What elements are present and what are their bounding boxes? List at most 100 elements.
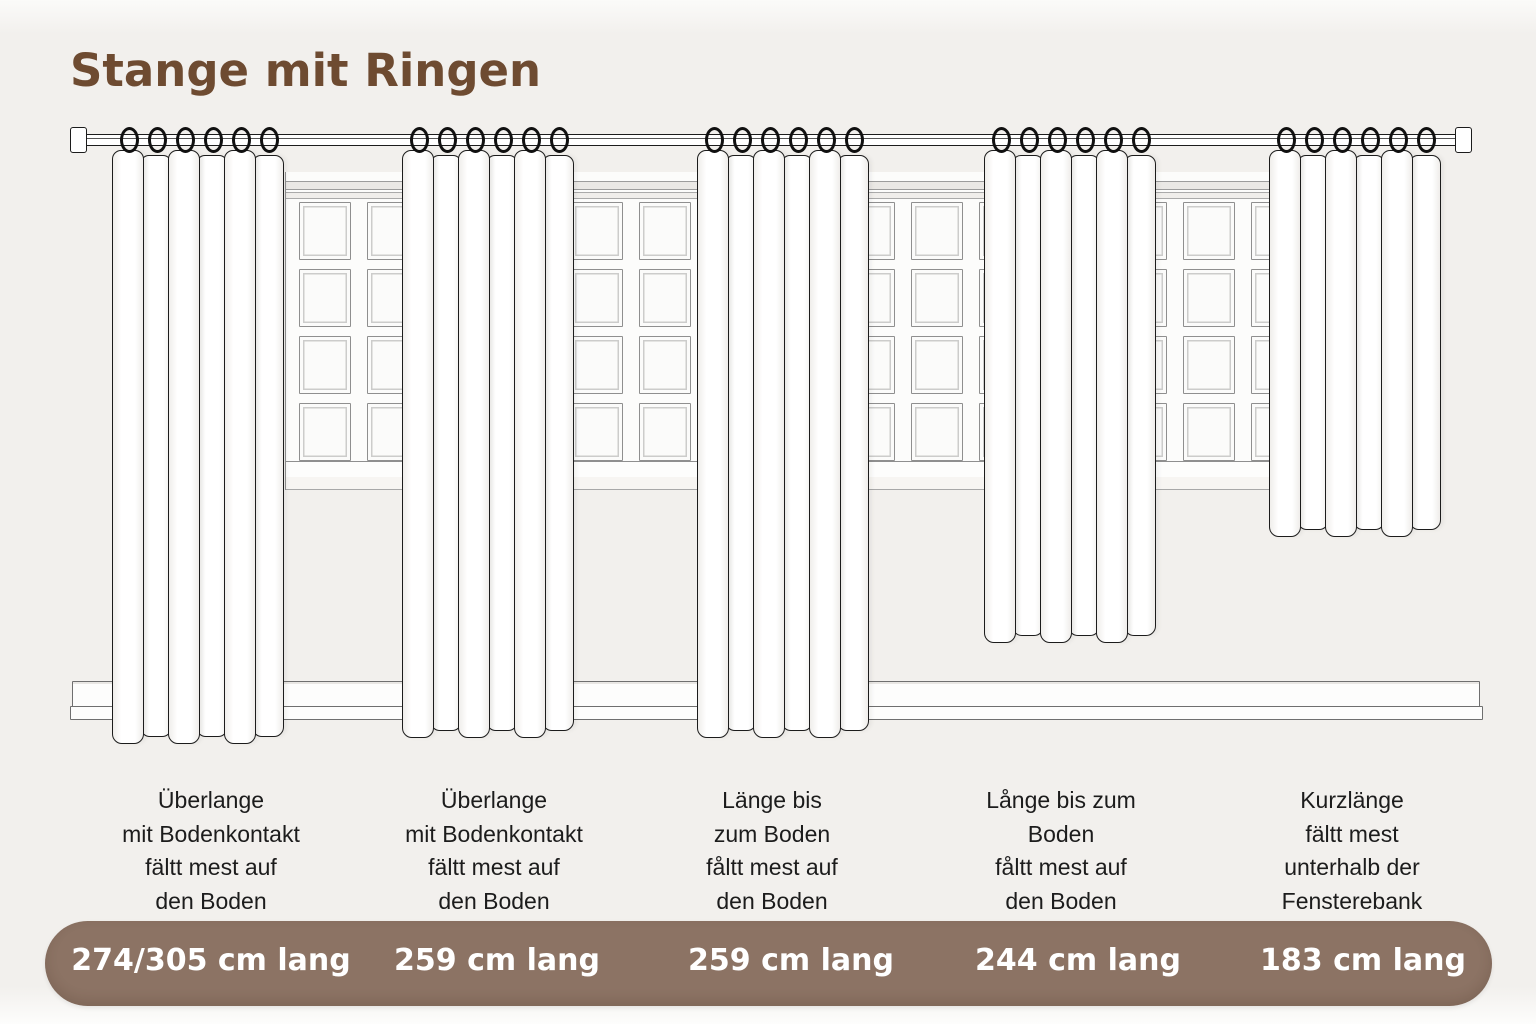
window-pane [571, 202, 623, 260]
rod-end-cap-left [70, 127, 87, 153]
curtain-ring-icon [232, 127, 251, 153]
rod-end-cap-right [1455, 127, 1472, 153]
curtain-ring-icon [845, 127, 864, 153]
curtain-pleat [1381, 150, 1413, 537]
curtain-ring-icon [1277, 127, 1296, 153]
curtain-pleat [542, 155, 574, 731]
desc-line: Überlange [157, 787, 265, 813]
window-pane [1183, 403, 1235, 461]
window-pane [1183, 202, 1235, 260]
curtain-ring-icon [761, 127, 780, 153]
window-pane [911, 269, 963, 327]
desc-line: mit Bodenkontakt [122, 820, 300, 847]
curtain-ring-icon [550, 127, 569, 153]
desc-line: Überlange [440, 787, 548, 813]
curtain-pleat [168, 150, 200, 744]
curtain-pleat [458, 150, 490, 738]
window-pane [911, 336, 963, 394]
curtain-ring-icon [204, 127, 223, 153]
window-pane [639, 336, 691, 394]
desc-line: Fensterebank [1281, 887, 1423, 914]
curtain-ring-icon [1389, 127, 1408, 153]
page-title: Stange mit Ringen [70, 44, 542, 97]
length-label-4: 244 cm lang [975, 943, 1181, 978]
curtain-ring-icon [410, 127, 429, 153]
window-pane [299, 336, 351, 394]
desc-line: fåltt mest auf [995, 854, 1127, 880]
curtain-pleat [252, 155, 284, 737]
length-description-4: Långe bis zum Boden fåltt mest auf den B… [896, 784, 1226, 918]
desc-line: Långe bis zum [986, 787, 1136, 813]
curtain-ring-icon [1132, 127, 1151, 153]
window-pane [1183, 269, 1235, 327]
curtain-panel-1 [112, 150, 284, 744]
length-description-2: Überlange mit Bodenkontakt fältt mest au… [329, 784, 659, 918]
curtain-ring-icon [176, 127, 195, 153]
desc-line: Länge bis [722, 787, 822, 813]
curtain-ring-icon [1076, 127, 1095, 153]
length-label-2: 259 cm lang [394, 943, 600, 978]
length-description-3: Länge bis zum Boden fåltt mest auf den B… [607, 784, 937, 918]
window-pane [639, 202, 691, 260]
curtain-ring-icon [705, 127, 724, 153]
desc-line: mit Bodenkontakt [405, 820, 583, 847]
desc-line: fältt mest auf [145, 854, 277, 880]
curtain-ring-icon [120, 127, 139, 153]
desc-line: den Boden [716, 887, 828, 914]
curtain-pleat [809, 150, 841, 738]
curtain-ring-icon [817, 127, 836, 153]
window-pane [639, 403, 691, 461]
curtain-pleat [1096, 150, 1128, 643]
curtain-pleat [697, 150, 729, 738]
curtain-pleat [753, 150, 785, 738]
desc-line: den Boden [155, 887, 267, 914]
curtain-pleat [1040, 150, 1072, 643]
curtain-ring-icon [733, 127, 752, 153]
desc-line: zum Boden [713, 820, 831, 847]
curtain-ring-icon [1020, 127, 1039, 153]
window-pane [299, 202, 351, 260]
window-pane [571, 269, 623, 327]
curtain-pleat [430, 155, 462, 731]
length-description-5: Kurzlänge fältt mest unterhalb der Fenst… [1187, 784, 1517, 918]
curtain-ring-icon [438, 127, 457, 153]
curtain-pleat [1325, 150, 1357, 537]
curtain-pleat [112, 150, 144, 744]
window-pane [299, 403, 351, 461]
desc-line: fåltt mest auf [706, 854, 838, 880]
curtain-ring-icon [1305, 127, 1324, 153]
window-pane [571, 336, 623, 394]
curtain-pleat [402, 150, 434, 738]
length-label-1: 274/305 cm lang [71, 943, 351, 978]
window-pane [299, 269, 351, 327]
curtain-pleat [1409, 155, 1441, 530]
desc-line: den Boden [1005, 887, 1117, 914]
length-label-5: 183 cm lang [1260, 943, 1466, 978]
curtain-pleat [1068, 155, 1100, 636]
window-pane [911, 202, 963, 260]
length-description-1: Überlange mit Bodenkontakt fältt mest au… [46, 784, 376, 918]
window-pane [911, 403, 963, 461]
curtain-panel-2 [402, 150, 574, 738]
curtain-pleat [514, 150, 546, 738]
desc-line: fältt mest auf [428, 854, 560, 880]
length-label-3: 259 cm lang [688, 943, 894, 978]
curtain-panel-3 [697, 150, 869, 738]
curtain-ring-icon [148, 127, 167, 153]
curtain-ring-icon [992, 127, 1011, 153]
curtain-pleat [984, 150, 1016, 643]
curtain-ring-icon [494, 127, 513, 153]
desc-line: Kurzlänge [1300, 787, 1404, 813]
curtain-ring-icon [260, 127, 279, 153]
desc-line: unterhalb der [1284, 854, 1420, 880]
length-banner: 274/305 cm lang 259 cm lang 259 cm lang … [45, 921, 1492, 1006]
curtain-ring-icon [1417, 127, 1436, 153]
curtain-pleat [224, 150, 256, 744]
curtain-ring-icon [1048, 127, 1067, 153]
desc-line: fältt mest [1305, 820, 1399, 847]
window-pane [1183, 336, 1235, 394]
curtain-ring-icon [1333, 127, 1352, 153]
window-pane [571, 403, 623, 461]
